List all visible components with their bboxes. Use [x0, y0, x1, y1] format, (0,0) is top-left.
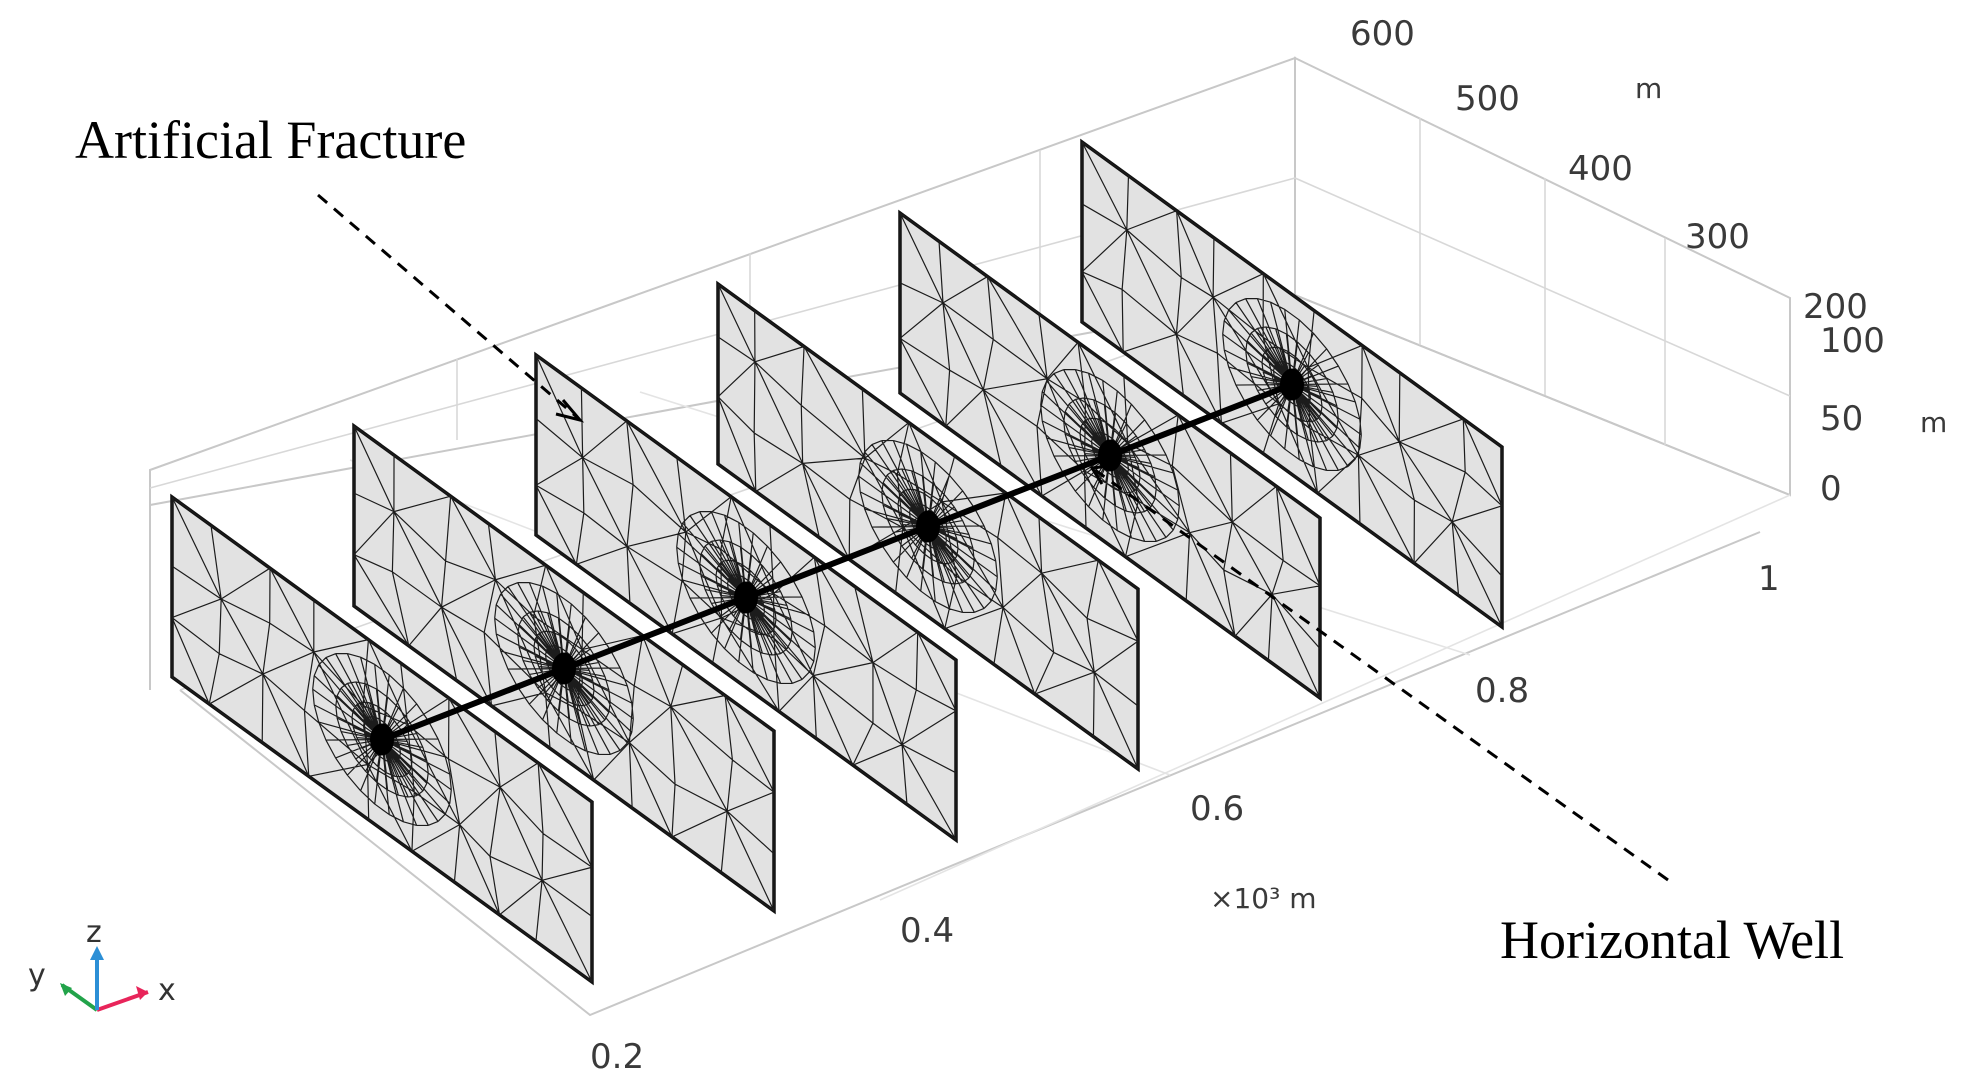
y-tick: 600 [1350, 14, 1415, 54]
z-tick: 50 [1820, 399, 1863, 439]
fracture-leader-arrowhead [555, 399, 585, 423]
y-tick: 500 [1455, 79, 1520, 119]
horizontal-well [379, 381, 1295, 743]
z-axis-unit: m [1920, 406, 1947, 439]
fracture-callout: Artificial Fracture [75, 110, 585, 423]
well-segment [379, 665, 567, 743]
x-tick: 0.2 [590, 1037, 644, 1077]
y-axis-ticks: 200 300 400 500 600 m [1350, 14, 1868, 327]
well-segment [743, 523, 931, 601]
x-tick: 0.8 [1475, 671, 1529, 711]
triad-z-arrowhead [90, 946, 104, 960]
well-leader-arrowhead [1089, 464, 1111, 485]
well-label: Horizontal Well [1500, 910, 1844, 970]
z-axis-ticks: 0 50 100 m [1820, 321, 1947, 509]
x-axis-unit: ×10³ m [1210, 882, 1317, 915]
fracture-label: Artificial Fracture [75, 110, 466, 170]
x-tick: 1 [1758, 559, 1780, 599]
triad-x-arrowhead [136, 986, 148, 1000]
z-tick: 0 [1820, 469, 1842, 509]
well-segment [561, 594, 749, 672]
well-segment [925, 452, 1113, 530]
well-callout: Horizontal Well [1089, 464, 1844, 970]
triad-z-label: z [86, 915, 102, 950]
x-tick: 0.6 [1190, 789, 1244, 829]
fracture-leader-line [317, 193, 579, 420]
y-axis-unit: m [1635, 72, 1662, 105]
x-tick: 0.4 [900, 911, 954, 951]
y-tick: 400 [1568, 149, 1633, 189]
z-tick: 100 [1820, 321, 1885, 361]
triad-x-label: x [158, 973, 176, 1008]
y-tick: 200 [1803, 287, 1868, 327]
well-segment [1107, 381, 1295, 459]
x-axis-ticks: 0.2 0.4 0.6 0.8 1 ×10³ m [590, 559, 1780, 1077]
y-tick: 300 [1685, 217, 1750, 257]
axis-triad: x y z [28, 915, 176, 1012]
triad-y-label: y [28, 958, 46, 993]
triad-y-arrowhead [60, 983, 72, 996]
